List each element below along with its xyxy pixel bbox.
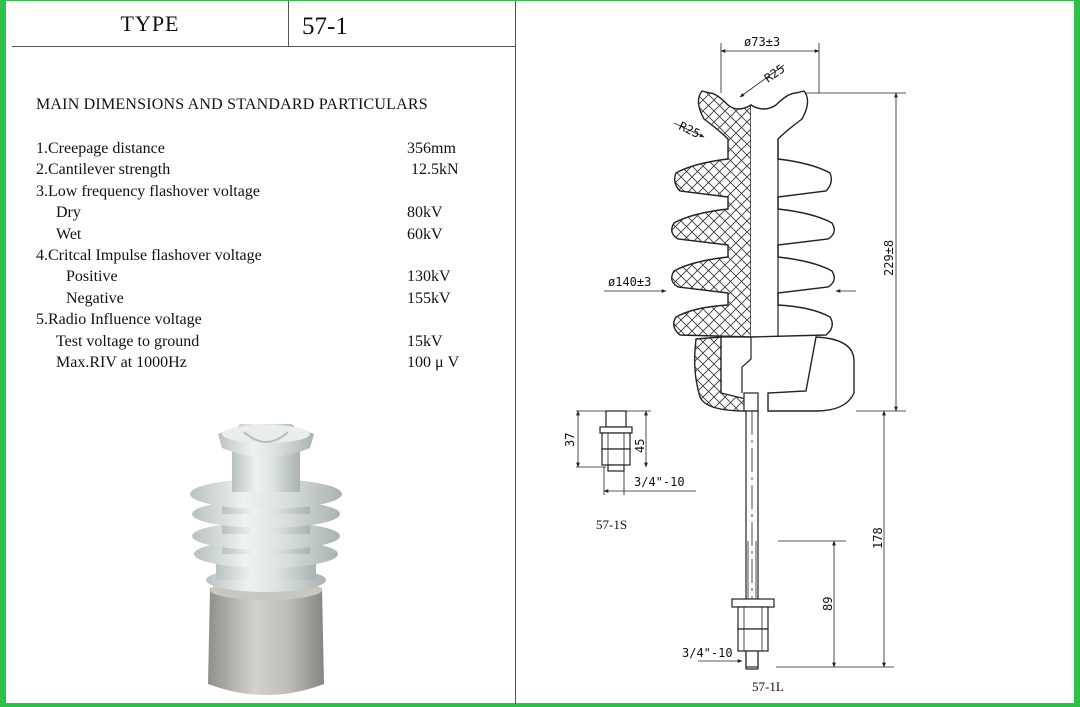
spec-heading: MAIN DIMENSIONS AND STANDARD PARTICULARS xyxy=(36,96,428,113)
spec-row: 1.Creepage distance 356mm xyxy=(12,140,515,161)
spec-row: Dry 80kV xyxy=(12,204,515,225)
spec-row: Positive 130kV xyxy=(12,268,515,289)
spec-value: 80kV xyxy=(407,204,443,222)
spec-row: Negative 155kV xyxy=(12,290,515,311)
spec-label: Max.RIV at 1000Hz xyxy=(56,354,187,371)
spec-label: 2.Cantilever strength xyxy=(36,161,171,179)
dim-short-height: 37 xyxy=(563,433,577,447)
spec-value: 12.5kN xyxy=(411,161,459,179)
dim-thread-length: 89 xyxy=(821,597,835,611)
dimension-lines xyxy=(576,43,906,668)
dim-short-thread: 3/4"-10 xyxy=(634,475,685,489)
dim-shed-diameter: ø140±3 xyxy=(608,275,651,289)
spec-label: 1.Creepage distance xyxy=(36,140,165,157)
spec-label: Dry xyxy=(56,204,81,222)
type-value: 57-1 xyxy=(302,13,348,40)
insulator-section xyxy=(671,90,855,670)
short-variant-part xyxy=(599,410,633,472)
type-row: TYPE 57-1 xyxy=(12,1,515,47)
spec-value: 356mm xyxy=(407,140,456,157)
insulator-photo xyxy=(190,424,342,695)
dim-long-thread: 3/4"-10 xyxy=(682,646,733,660)
dim-height: 229±8 xyxy=(882,240,896,276)
spec-row: 2.Cantilever strength 12.5kN xyxy=(12,161,515,182)
spec-row: Max.RIV at 1000Hz 100 μ V xyxy=(12,354,515,375)
label-long-variant: 57-1L xyxy=(752,679,784,694)
spec-row: 3.Low frequency flashover voltage xyxy=(12,183,515,204)
spec-row: 5.Radio Influence voltage xyxy=(12,311,515,332)
spec-label: Test voltage to ground xyxy=(56,332,200,350)
spec-value: 130kV xyxy=(407,268,451,286)
spec-row: Wet 60kV xyxy=(12,226,515,247)
dim-shed-radius: R25 xyxy=(677,119,703,141)
spec-value: 100 μ V xyxy=(407,354,460,371)
dim-top-diameter: ø73±3 xyxy=(744,35,780,49)
spec-row: 4.Critcal Impulse flashover voltage xyxy=(12,247,515,268)
spec-label: 5.Radio Influence voltage xyxy=(36,311,202,329)
spec-label: 3.Low frequency flashover voltage xyxy=(36,182,260,200)
spec-label: 4.Critcal Impulse flashover voltage xyxy=(36,247,262,264)
spec-panel: TYPE 57-1 MAIN DIMENSIONS AND STANDARD P… xyxy=(12,1,516,704)
spec-row: Test voltage to ground 15kV xyxy=(12,333,515,354)
spec-value: 155kV xyxy=(407,289,451,307)
spec-label: Positive xyxy=(66,268,118,286)
dimension-drawing: ø73±3 R25 R25 ø140±3 229±8 178 89 3/4"-1… xyxy=(563,35,906,694)
spec-label: Negative xyxy=(66,289,124,307)
spec-value: 60kV xyxy=(407,225,443,243)
dim-stud-length: 178 xyxy=(871,527,885,549)
spec-label: Wet xyxy=(56,225,82,243)
type-label: TYPE xyxy=(12,1,289,46)
spec-value: 15kV xyxy=(407,332,443,350)
label-short-variant: 57-1S xyxy=(596,517,627,532)
dim-short-nut-height: 45 xyxy=(633,439,647,453)
